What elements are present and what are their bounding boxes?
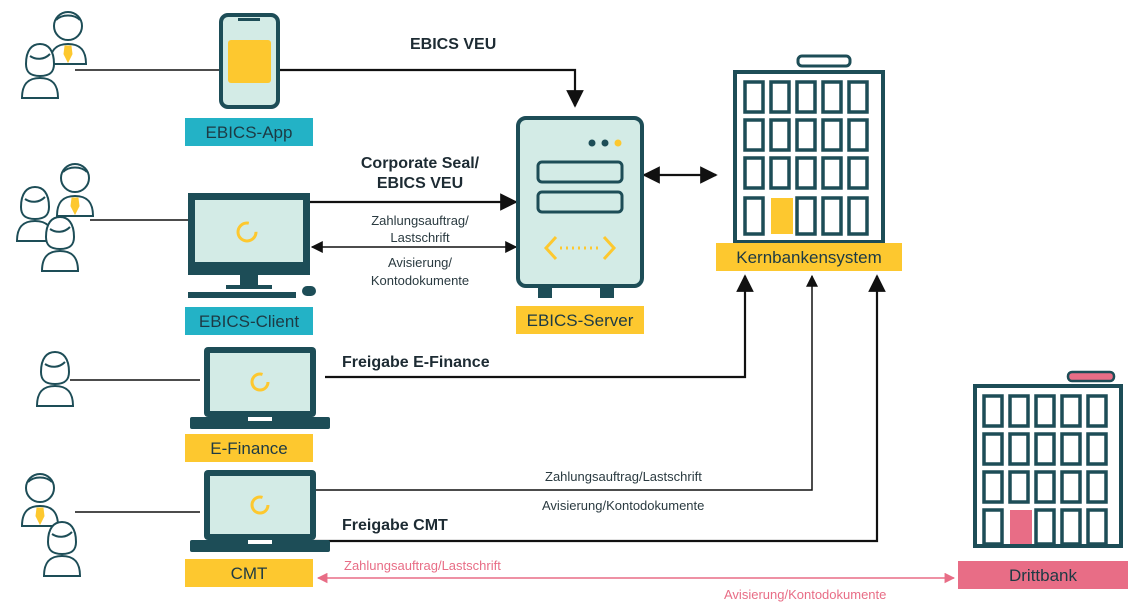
laptop-icon bbox=[188, 468, 332, 554]
flow-arrows bbox=[278, 68, 886, 543]
person-icon bbox=[16, 163, 94, 272]
flow-label-corporate-seal-veu: EBICS VEU bbox=[376, 175, 464, 192]
label-ebics-server: EBICS-Server bbox=[516, 306, 644, 334]
person-icon bbox=[21, 473, 81, 577]
laptop-icon bbox=[188, 345, 332, 431]
person-icon bbox=[21, 11, 87, 99]
flow-label-cmt-payment: Zahlungsauftrag/Lastschrift bbox=[545, 469, 702, 484]
server-icon bbox=[516, 116, 644, 298]
flow-label-advice: Avisierung/ bbox=[387, 255, 453, 270]
flow-label-payment-2: Lastschrift bbox=[390, 230, 450, 245]
label-drittbank: Drittbank bbox=[958, 561, 1128, 589]
label-ebics-app: EBICS-App bbox=[185, 118, 313, 146]
label-e-finance: E-Finance bbox=[185, 434, 313, 462]
flow-label-payment: Zahlungsauftrag/ bbox=[371, 213, 469, 228]
flow-label-third-payment: Zahlungsauftrag/Lastschrift bbox=[344, 558, 501, 573]
flow-label-corporate-seal: Corporate Seal/ bbox=[360, 155, 480, 172]
flow-label-third-advice: Avisierung/Kontodokumente bbox=[724, 587, 887, 602]
label-ebics-client: EBICS-Client bbox=[185, 307, 313, 335]
flow-label-advice-2: Kontodokumente bbox=[370, 273, 470, 288]
bank-building-icon bbox=[973, 370, 1123, 548]
smartphone-icon bbox=[219, 13, 280, 109]
bank-building-icon bbox=[733, 54, 885, 244]
desktop-icon bbox=[188, 193, 316, 298]
person-icon bbox=[36, 351, 74, 407]
flow-label-freigabe-cmt: Freigabe CMT bbox=[342, 517, 448, 534]
connector-lines bbox=[70, 69, 220, 513]
flow-label-ebics-veu: EBICS VEU bbox=[410, 36, 497, 53]
flow-label-freigabe-efinance: Freigabe E-Finance bbox=[342, 354, 490, 371]
label-cmt: CMT bbox=[185, 559, 313, 587]
label-kernbankensystem: Kernbankensystem bbox=[716, 243, 902, 271]
flow-label-cmt-advice: Avisierung/Kontodokumente bbox=[542, 498, 705, 513]
